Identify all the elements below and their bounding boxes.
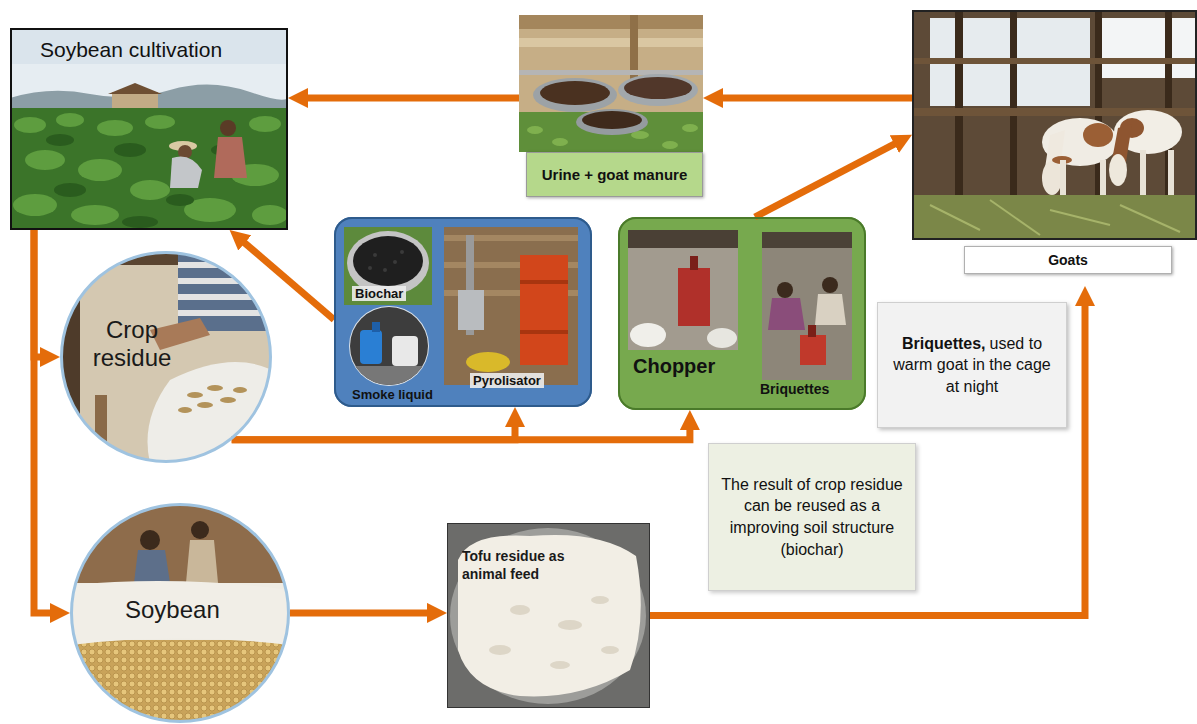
crop-residue-photo xyxy=(60,251,272,463)
chopper-panel xyxy=(618,217,866,410)
flow-arrow xyxy=(755,140,902,217)
node-label: Soybean xyxy=(125,596,220,624)
node-label: Soybean cultivation xyxy=(40,38,222,62)
node-label: Crop residue xyxy=(77,316,187,376)
photo-box: Tofu residue as animal feed xyxy=(447,523,650,708)
process-group: BiocharSmoke liquid Pyrolisator xyxy=(334,217,592,407)
manure-bowls-photo xyxy=(519,15,703,152)
process-group: ChopperBriquettes xyxy=(618,217,866,410)
note-text-block: The result of crop residue can be reused… xyxy=(721,474,903,560)
node-label: Tofu residue as animal feed xyxy=(462,548,594,588)
note-box: The result of crop residue can be reused… xyxy=(708,443,916,591)
soybean-field-photo xyxy=(10,28,288,230)
node-label: Biochar xyxy=(352,286,406,301)
node-label: Briquettes, xyxy=(902,335,986,352)
flow-arrow xyxy=(239,238,334,320)
flow-arrow xyxy=(300,95,519,102)
soybean-sacks-photo xyxy=(70,503,290,723)
photo-circle: Soybean xyxy=(70,503,290,723)
node-label: Goats xyxy=(964,246,1172,274)
flow-arrow xyxy=(715,95,912,102)
flow-arrow xyxy=(34,230,58,613)
node-label: The result of crop residue can be reused… xyxy=(721,476,902,558)
goats-photo xyxy=(912,10,1197,240)
flow-arrow xyxy=(290,609,435,616)
photo-box: Goats xyxy=(912,10,1197,240)
node-label: Pyrolisator xyxy=(470,373,544,388)
node-label: Chopper xyxy=(633,355,715,378)
flow-arrow xyxy=(650,298,1085,616)
pyrolysis-panel xyxy=(334,217,592,407)
photo-box: Soybean cultivation xyxy=(10,28,288,230)
flow-arrow xyxy=(232,422,690,440)
note-text-block: Briquettes,used to warm goat in the cage… xyxy=(890,333,1054,398)
node-label: Urine + goat manure xyxy=(526,152,703,197)
tofu-residue-photo xyxy=(447,523,650,708)
note-box: Briquettes,used to warm goat in the cage… xyxy=(877,302,1067,428)
photo-circle: Crop residue xyxy=(60,251,272,463)
node-label: Briquettes xyxy=(760,381,829,397)
photo-box: Urine + goat manure xyxy=(519,15,703,197)
node-label: Smoke liquid xyxy=(352,387,433,402)
